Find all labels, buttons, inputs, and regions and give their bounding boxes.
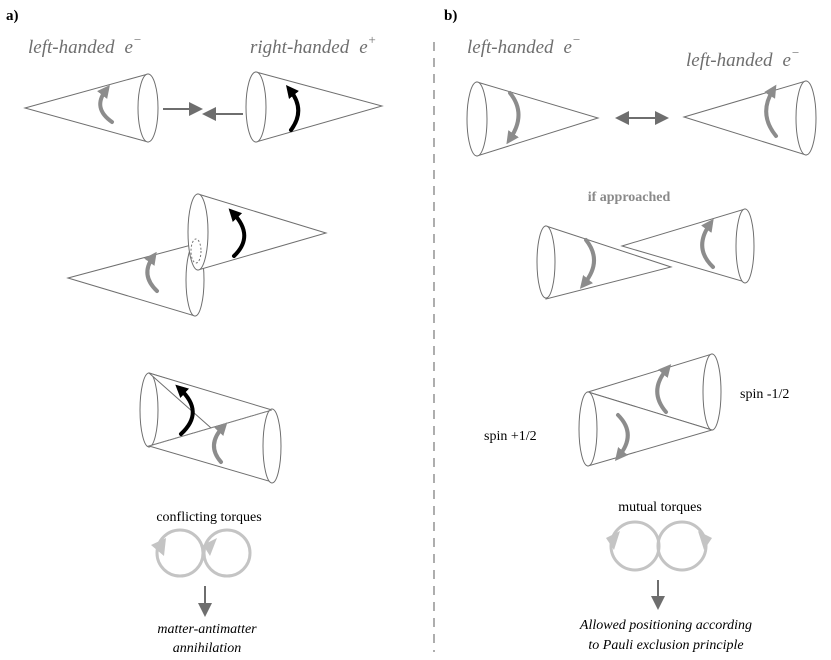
panel-b-right-particle: left-handed: [686, 50, 773, 71]
panel-a-right-particle: right-handed: [250, 37, 350, 58]
panel-a-heading-left: left-handed e−: [28, 32, 142, 58]
panel-b-right-sup: −: [791, 45, 800, 60]
cone-electron-left-handed: [23, 73, 159, 143]
panel-b-left-particle: left-handed: [467, 37, 554, 58]
panel-a-result-line1: matter-antimatter: [157, 622, 257, 637]
conflicting-torques-icon: [151, 528, 252, 578]
panel-b-result-line1: Allowed positioning according: [579, 618, 752, 633]
panel-a-torque-label: conflicting torques: [156, 510, 261, 525]
panel-b-left-sup: −: [572, 32, 581, 47]
panel-b-right-symbol: e: [783, 50, 791, 71]
spin-minus-label: spin -1/2: [740, 387, 789, 402]
panel-a-right-symbol: e: [359, 37, 367, 58]
panel-b-result-line2: to Pauli exclusion principle: [588, 638, 743, 653]
cone-positron-right-handed: [245, 71, 384, 143]
panel-b-label: b): [444, 8, 457, 24]
panel-b-heading-left: left-handed e−: [467, 32, 581, 58]
cones-approaching: [66, 193, 328, 317]
mutual-torques-icon: [606, 520, 712, 572]
panel-b-left-symbol: e: [564, 37, 572, 58]
panel-a-heading-right: right-handed e+: [250, 32, 376, 58]
panel-b-heading-right: left-handed e−: [686, 45, 800, 71]
cone-electron-a: [466, 81, 600, 157]
cone-electron-b: [682, 80, 817, 156]
panel-a-right-sup: +: [368, 32, 377, 47]
spin-plus-label: spin +1/2: [484, 429, 537, 444]
panel-b-approach-label: if approached: [588, 190, 671, 205]
panel-a-label: a): [6, 8, 19, 24]
panel-a-left-particle: left-handed: [28, 37, 115, 58]
panel-a-result-line2: annihilation: [173, 641, 241, 656]
cones-paired: [578, 353, 722, 467]
panel-a-left-symbol: e: [125, 37, 133, 58]
cones-approached: [536, 208, 755, 300]
panel-b-torque-label: mutual torques: [618, 500, 702, 515]
cones-overlapping: [139, 372, 282, 484]
panel-a-left-sup: −: [133, 32, 142, 47]
